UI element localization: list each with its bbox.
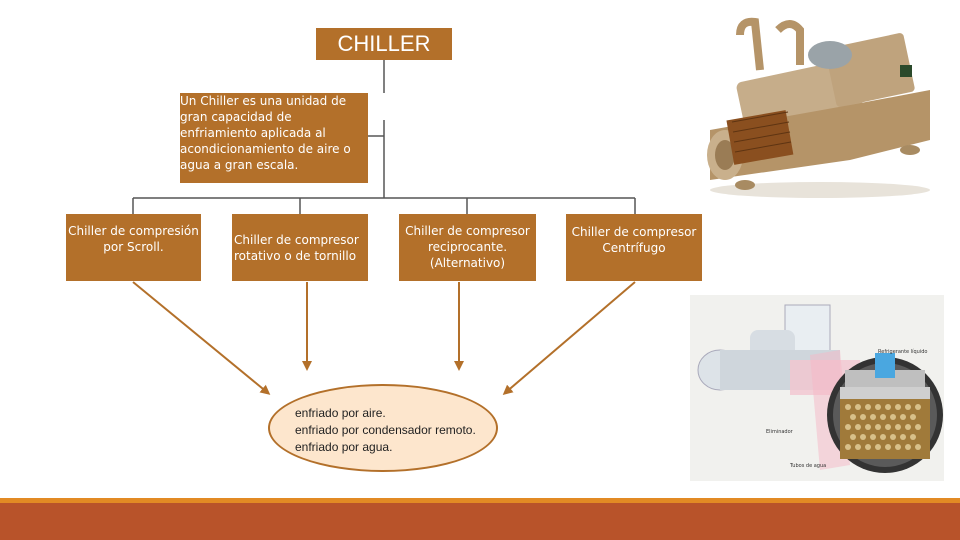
title-box: CHILLER xyxy=(316,28,452,60)
type-centrifugo-label: Chiller de compresor Centrífugo xyxy=(571,225,697,255)
label-eliminador: Eliminador xyxy=(766,429,794,435)
cooling-option-air: enfriado por aire. xyxy=(295,406,386,420)
footer-bar xyxy=(0,503,960,540)
footer-accent-bar xyxy=(0,498,960,503)
arrow-centrifugo xyxy=(502,281,636,395)
type-reciprocante-label: Chiller de compresor reciprocante. (Alte… xyxy=(405,224,530,270)
type-scroll-box: Chiller de compresión por Scroll. xyxy=(66,214,201,281)
type-scroll-label: Chiller de compresión por Scroll. xyxy=(68,224,199,254)
cooling-option-water: enfriado por agua. xyxy=(295,440,393,454)
cooling-oval xyxy=(268,384,498,472)
cooling-option-remote: enfriado por condensador remoto. xyxy=(295,423,476,437)
chiller-unit-image xyxy=(707,17,930,198)
type-reciprocante-box: Chiller de compresor reciprocante. (Alte… xyxy=(399,214,536,281)
type-rotativo-label: Chiller de compresor rotativo o de torni… xyxy=(234,232,359,263)
arrow-scroll xyxy=(132,281,271,395)
type-centrifugo-box: Chiller de compresor Centrífugo xyxy=(566,214,702,281)
type-rotativo-box: Chiller de compresor rotativo o de torni… xyxy=(232,214,368,281)
label-refrigerante: Refrigerante líquido xyxy=(878,348,927,355)
label-tubos: Tubos de agua xyxy=(789,463,826,469)
definition-box: Un Chiller es una unidad de gran capacid… xyxy=(180,93,368,183)
centrifugal-chiller-image: Refrigerante líquido Eliminador Tubos de… xyxy=(690,295,944,481)
cooling-options: enfriado por aire. enfriado por condensa… xyxy=(295,405,476,456)
